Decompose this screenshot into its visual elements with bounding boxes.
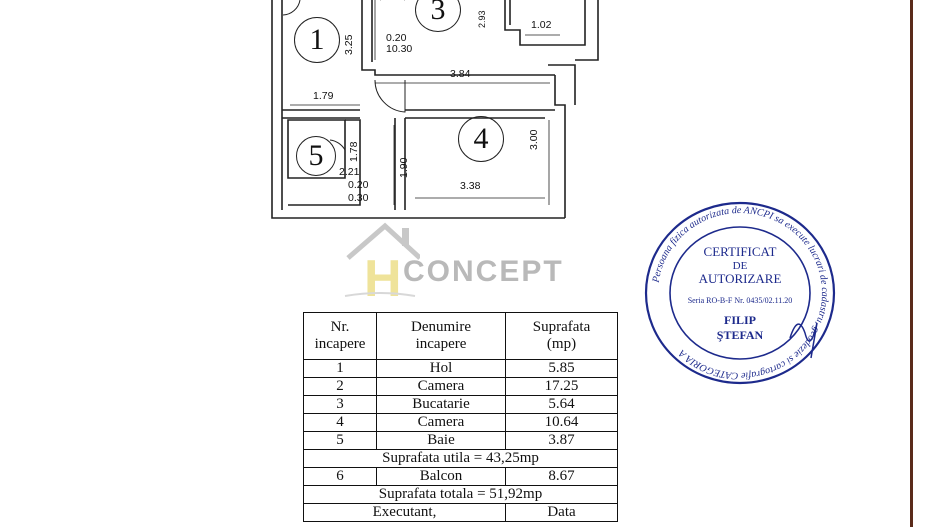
- dim-label: 1.02: [531, 19, 552, 31]
- cell-name: Baie: [376, 431, 506, 450]
- dim-label: 1.90: [398, 157, 410, 178]
- dim-label: 10.30: [386, 43, 413, 55]
- dim-label: 0.20: [386, 32, 407, 44]
- cell-area: 17.25: [505, 377, 618, 396]
- cell-nr: 2: [303, 377, 377, 396]
- dim-label: 1.79: [313, 90, 334, 102]
- rooms-area-table: Nr. incapere Denumire incapere Suprafata…: [303, 312, 618, 522]
- cell-area: 8.67: [505, 467, 618, 486]
- stamp-seal: Persoana fizica autorizata de ANCPI sa e…: [644, 201, 836, 385]
- suprafata-totala: Suprafata totala = 51,92mp: [303, 485, 618, 504]
- cell-nr: 3: [303, 395, 377, 414]
- table-summary-row: Suprafata utila = 43,25mp: [303, 449, 618, 468]
- room-marker-1: 1: [294, 17, 340, 63]
- table-row: 3 Bucatarie 5.64: [303, 395, 618, 414]
- cell-name: Camera: [376, 413, 506, 432]
- header-suprafata: Suprafata (mp): [505, 312, 618, 360]
- table-summary-row: Suprafata totala = 51,92mp: [303, 485, 618, 504]
- header-denumire: Denumire incapere: [376, 312, 506, 360]
- cell-name: Hol: [376, 359, 506, 378]
- suprafata-utila: Suprafata utila = 43,25mp: [303, 449, 618, 468]
- cell-name: Balcon: [376, 467, 506, 486]
- dim-label: 1.78: [348, 141, 360, 162]
- stamp-serie: Seria RO-B-F Nr. 0435/02.11.20: [688, 296, 793, 305]
- table-header-row: Nr. incapere Denumire incapere Suprafata…: [303, 312, 618, 360]
- table-row: 6 Balcon 8.67: [303, 467, 618, 486]
- dim-label: 3.38: [460, 180, 481, 192]
- cell-nr: 1: [303, 359, 377, 378]
- stamp-title-line1: CERTIFICAT: [704, 244, 777, 259]
- dim-label: 0.20: [348, 179, 369, 191]
- data-label: Data: [505, 503, 618, 522]
- cell-nr: 5: [303, 431, 377, 450]
- signature-scribble: [789, 322, 818, 359]
- dim-label: 3.25: [343, 34, 355, 55]
- table-row: 2 Camera 17.25: [303, 377, 618, 396]
- stamp-name-line2: ŞTEFAN: [717, 328, 764, 342]
- cell-area: 5.64: [505, 395, 618, 414]
- cell-nr: 6: [303, 467, 377, 486]
- header-nr: Nr. incapere: [303, 312, 377, 360]
- watermark-letter: H: [364, 250, 402, 303]
- dim-label: 2.93: [477, 10, 487, 28]
- table-row: 5 Baie 3.87: [303, 431, 618, 450]
- cell-name: Bucatarie: [376, 395, 506, 414]
- table-row: 4 Camera 10.64: [303, 413, 618, 432]
- dim-label: 0.30: [348, 192, 369, 204]
- table-footer-row: Executant, Data: [303, 503, 618, 522]
- cell-area: 3.87: [505, 431, 618, 450]
- watermark-text: CONCEPT: [403, 255, 564, 288]
- room-marker-5: 5: [296, 136, 336, 176]
- stamp-name-line1: FILIP: [724, 313, 756, 327]
- cell-area: 5.85: [505, 359, 618, 378]
- stamp-title-line3: AUTORIZARE: [699, 271, 782, 286]
- page-edge: [910, 0, 913, 527]
- cell-area: 10.64: [505, 413, 618, 432]
- page-edge-shadow: [913, 0, 938, 527]
- executant-label: Executant,: [303, 503, 506, 522]
- table-row: 1 Hol 5.85: [303, 359, 618, 378]
- dim-label: 3.00: [528, 129, 540, 150]
- cell-name: Camera: [376, 377, 506, 396]
- room-marker-4: 4: [458, 116, 504, 162]
- stamp-title-line2: DE: [733, 260, 748, 272]
- cell-nr: 4: [303, 413, 377, 432]
- house-icon: H: [344, 222, 420, 303]
- dim-label: 2.21: [339, 166, 360, 178]
- dim-label: 3.84: [450, 68, 471, 80]
- stamp-ring-text: Persoana fizica autorizata de ANCPI sa e…: [651, 205, 830, 381]
